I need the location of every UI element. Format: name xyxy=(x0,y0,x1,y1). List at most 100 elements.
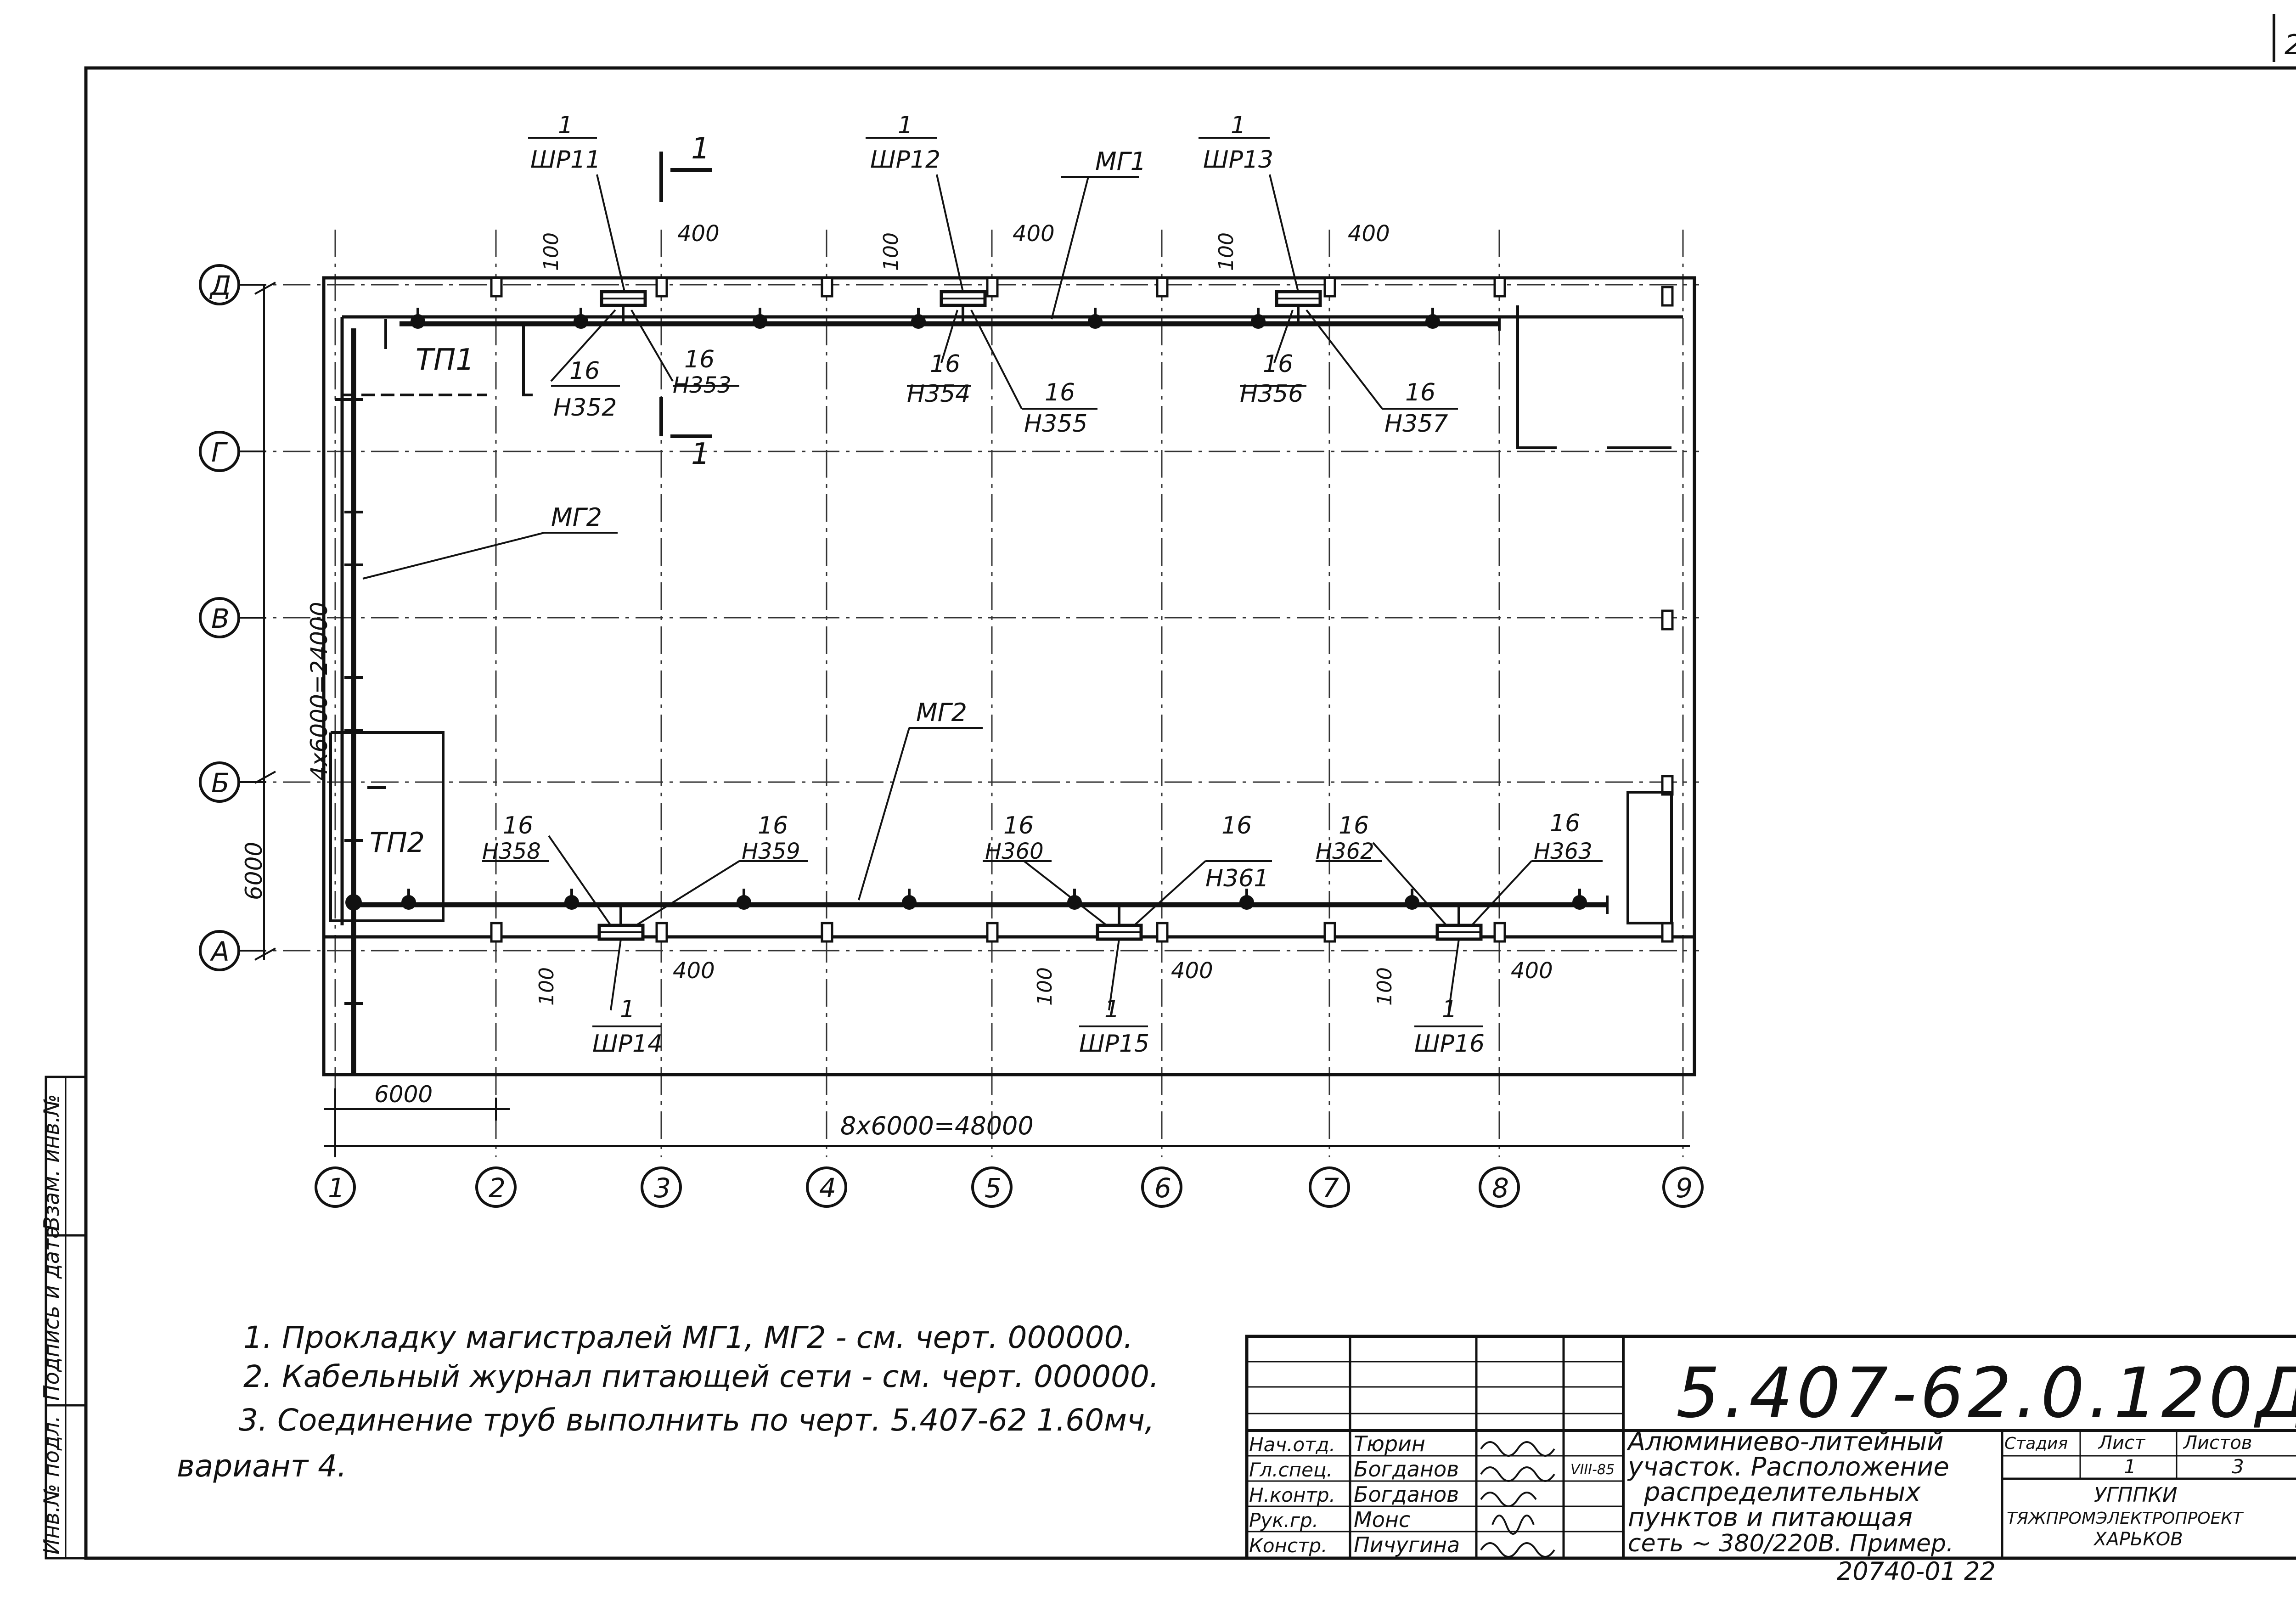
axis-bubbles-numbers xyxy=(315,1166,1704,1208)
title-line-1: Алюминиево-литейный xyxy=(1626,1427,1944,1457)
note-line-4: вариант 4. xyxy=(177,1448,347,1484)
axis-label-B: Б xyxy=(211,767,230,799)
stage-label: Стадия xyxy=(2004,1434,2068,1453)
signer-role-4: Рук.гр. xyxy=(1249,1509,1318,1532)
substation-tp1-label: ТП1 xyxy=(416,343,474,377)
trunk-mg2-label-bottom: МГ2 xyxy=(916,698,967,727)
dim-bottom-first: 6000 xyxy=(374,1081,433,1108)
panel-shr15 xyxy=(1096,905,1143,941)
panel-shr14 xyxy=(597,905,645,941)
trunk-leaders xyxy=(362,176,1139,901)
dim-offset-top-3: 100 xyxy=(1215,232,1238,271)
cable-h354-name: Н354 xyxy=(907,380,970,408)
org-line-1: УГППКИ xyxy=(2094,1483,2178,1507)
note-line-2: 2. Кабельный журнал питающей сети - см. … xyxy=(243,1359,1159,1394)
dim-offset-bottom-1: 100 xyxy=(535,967,558,1006)
axis-label-8: 8 xyxy=(1492,1172,1509,1204)
side-stamp: Взам. инв.№ Подпись и дата Инв.№ подл. xyxy=(39,1076,87,1560)
dim-spacing-bottom-2: 400 xyxy=(1171,958,1213,984)
panel-shr15-name: ШР15 xyxy=(1079,1030,1149,1058)
cable-h355-num: 16 xyxy=(1045,379,1075,406)
cable-h355-name: Н355 xyxy=(1024,410,1087,438)
trunk-mg2-label-top: МГ2 xyxy=(551,503,602,532)
axis-bubbles-letters xyxy=(199,264,240,971)
substation-tp2 xyxy=(329,731,445,922)
dim-overall-vertical: 4х6000=24000 xyxy=(306,602,332,781)
cable-h362-num: 16 xyxy=(1339,812,1369,839)
signer-name-4: Монс xyxy=(1354,1507,1410,1532)
dim-spacing-top-2: 400 xyxy=(1013,221,1055,247)
building-walls xyxy=(322,276,1696,1076)
substation-tp2-label: ТП2 xyxy=(370,827,425,859)
note-line-3: 3. Соединение труб выполнить по черт. 5.… xyxy=(239,1403,1154,1438)
signer-role-5: Констр. xyxy=(1249,1534,1328,1557)
panel-shr16-num: 1 xyxy=(1442,996,1457,1023)
signer-role-3: Н.контр. xyxy=(1249,1484,1335,1506)
grid-horizontal-axes xyxy=(239,284,1699,952)
cable-h352-name: Н352 xyxy=(553,394,617,422)
title-line-4: пунктов и питающая xyxy=(1628,1503,1913,1532)
date-mark: VIII-85 xyxy=(1570,1462,1615,1478)
cable-label-leaders xyxy=(482,309,1603,926)
drawing-frame xyxy=(84,66,2296,1560)
trunk-mg2-taps xyxy=(345,889,1587,911)
note-line-1: 1. Прокладку магистралей МГ1, МГ2 - см. … xyxy=(243,1320,1133,1355)
dim-spacing-bottom-3: 400 xyxy=(1511,958,1553,984)
panel-shr16-name: ШР16 xyxy=(1414,1030,1485,1058)
title-block xyxy=(1245,1335,2296,1560)
general-notes: 1. Прокладку магистралей МГ1, МГ2 - см. … xyxy=(177,1320,1159,1484)
axis-label-3: 3 xyxy=(654,1172,671,1204)
substation-tp1 xyxy=(335,319,533,401)
cable-h357-num: 16 xyxy=(1405,379,1435,406)
cable-h356-name: Н356 xyxy=(1240,380,1303,408)
panel-shr12 xyxy=(940,290,987,324)
axis-label-2: 2 xyxy=(489,1172,506,1204)
cable-h362-name: Н362 xyxy=(1316,839,1374,864)
building-plan: ТП1 ТП2 xyxy=(199,112,1704,1208)
panel-shr14-num: 1 xyxy=(620,996,635,1023)
panel-shr15-num: 1 xyxy=(1104,996,1120,1023)
axis-label-D: Д xyxy=(209,270,231,301)
dim-offset-bottom-2: 100 xyxy=(1033,967,1057,1006)
axis-label-7: 7 xyxy=(1322,1172,1339,1204)
axis-letter-leaders xyxy=(239,284,266,952)
axis-label-V: В xyxy=(211,603,230,634)
cable-h358-num: 16 xyxy=(503,812,533,839)
signer-name-2: Богданов xyxy=(1354,1457,1459,1482)
signature-marks xyxy=(1480,1441,1555,1558)
title-line-2: участок. Расположение xyxy=(1627,1452,1949,1482)
cable-h360-name: Н360 xyxy=(985,839,1044,864)
axis-label-4: 4 xyxy=(819,1172,836,1204)
cable-h358-name: Н358 xyxy=(482,839,541,864)
title-line-5: сеть ~ 380/220В. Пример. xyxy=(1628,1530,1954,1557)
signer-role-1: Нач.отд. xyxy=(1249,1433,1335,1456)
trunk-mg2 xyxy=(351,328,1609,1075)
cable-h356-num: 16 xyxy=(1263,350,1293,378)
panel-shr13-name: ШР13 xyxy=(1203,146,1273,174)
signer-name-1: Тюрин xyxy=(1354,1431,1425,1456)
panel-shr11 xyxy=(600,290,647,324)
document-code: 5.407-62.0.120Д xyxy=(1676,1353,2296,1433)
sheets-value: 3 xyxy=(2232,1455,2244,1478)
org-line-2: ТЯЖПРОМЭЛЕКТРОПРОЕКТ xyxy=(2007,1509,2244,1528)
panel-shr12-num: 1 xyxy=(898,112,913,139)
side-stamp-inv-podl: Инв.№ подл. xyxy=(39,1415,64,1555)
axis-label-5: 5 xyxy=(985,1172,1002,1204)
cable-h359-name-visible: Н359 xyxy=(742,839,800,864)
panel-callout-leaders xyxy=(528,137,1483,1027)
title-line-3: распределительных xyxy=(1643,1477,1921,1507)
signer-role-2: Гл.спец. xyxy=(1249,1459,1333,1481)
axis-label-1: 1 xyxy=(328,1172,345,1204)
cable-h353-name: Н353 xyxy=(673,372,732,398)
org-line-3: ХАРЬКОВ xyxy=(2093,1529,2183,1550)
dim-left-bay: 6000 xyxy=(241,842,267,900)
cable-h361-name: Н361 xyxy=(1205,865,1269,892)
axis-label-G: Г xyxy=(211,437,228,468)
section-mark-top: 1 xyxy=(691,132,710,166)
trunk-mg1 xyxy=(400,317,1501,331)
signer-name-3: Богданов xyxy=(1354,1482,1459,1507)
panel-shr11-num: 1 xyxy=(558,112,573,139)
dim-offset-top-2: 100 xyxy=(879,232,903,271)
signer-name-5: Пичугина xyxy=(1354,1532,1460,1557)
axis-label-A: А xyxy=(209,936,230,967)
